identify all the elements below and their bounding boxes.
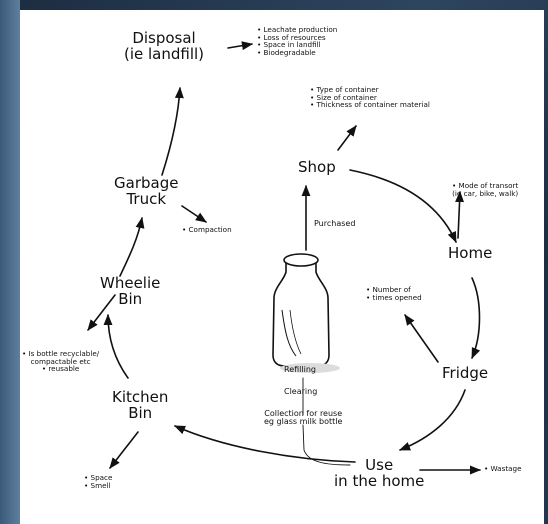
notes-disposal: Leachate production Loss of resources Sp… xyxy=(257,26,338,57)
note-item-cont: compactable etc xyxy=(22,356,99,366)
note-item: Wastage xyxy=(484,465,522,473)
arrow-shop-to-notes xyxy=(337,125,357,151)
arrow-fridge-to-notes xyxy=(404,314,439,363)
node-use-line1: Use xyxy=(365,456,394,474)
note-item: Space in landfill xyxy=(257,41,337,49)
node-kitchen-bin-line2: Bin xyxy=(128,403,153,422)
arrow-kitchen-bin-to-notes xyxy=(109,431,139,469)
note-item: Size of container xyxy=(310,93,430,102)
node-garbage-truck: Garbage Truck xyxy=(114,174,179,208)
label-collection-line1: Collection for reuse xyxy=(264,409,343,418)
node-garbage-truck-line2: Truck xyxy=(126,189,167,208)
node-kitchen-bin: Kitchen Bin xyxy=(112,388,169,422)
note-item: reusable xyxy=(22,365,99,373)
note-item: Leachate production xyxy=(257,26,338,34)
notes-garbage-truck: Compaction xyxy=(182,226,232,234)
node-wheelie-bin-line2: Bin xyxy=(118,289,143,308)
arrow-fridge-to-use xyxy=(398,389,466,451)
node-garbage-truck-line1: Garbage xyxy=(114,174,179,192)
arrow-disposal-to-notes xyxy=(227,41,254,51)
note-item: Smell xyxy=(84,481,112,490)
arrow-home-to-fridge xyxy=(471,277,481,360)
notes-kitchen-bin: Space Smell xyxy=(84,474,113,490)
note-item: Compaction xyxy=(182,226,232,234)
arrow-truck-to-disposal xyxy=(161,86,184,176)
note-item: Type of container xyxy=(310,86,430,94)
node-use: Use in the home xyxy=(334,456,425,490)
node-disposal-line2: (ie landfill) xyxy=(124,44,205,63)
node-disposal: Disposal (ie landfill) xyxy=(124,29,205,63)
notes-wheelie-bin: Is bottle recyclable/ compactable etc re… xyxy=(22,350,100,373)
notes-use: Wastage xyxy=(484,465,522,473)
note-item: Number of xyxy=(366,286,422,294)
label-collection: Collection for reuse eg glass milk bottl… xyxy=(264,409,343,427)
label-clearing: Clearing xyxy=(284,387,318,396)
label-refilling: Refilling xyxy=(284,365,316,374)
arrow-home-to-notes xyxy=(455,190,465,239)
notes-home: Mode of transort (ie car, bike, walk) xyxy=(452,182,518,197)
node-shop: Shop xyxy=(298,158,336,176)
note-item: (ie car, bike, walk) xyxy=(452,188,519,198)
node-wheelie-bin-line1: Wheelie xyxy=(100,274,161,292)
diagram-canvas: Disposal (ie landfill) Shop Home Fridge … xyxy=(20,10,544,524)
node-fridge: Fridge xyxy=(442,364,489,382)
note-item-text: times opened xyxy=(372,292,422,302)
label-purchased: Purchased xyxy=(314,219,356,228)
arrow-wheelie-bin-to-truck xyxy=(119,216,145,277)
note-item: Mode of transort xyxy=(452,182,519,190)
note-item: Is bottle recyclable/ xyxy=(22,350,100,358)
milk-bottle-icon xyxy=(272,253,340,373)
note-item-text: (ie car, bike, walk) xyxy=(452,188,519,198)
arrow-wheelie-bin-to-notes xyxy=(87,294,116,331)
notes-shop: Type of container Size of container Thic… xyxy=(310,86,430,109)
node-disposal-line1: Disposal xyxy=(132,29,196,47)
note-item-text: compactable etc xyxy=(30,356,91,366)
note-item-cont: times opened xyxy=(366,292,422,302)
arrow-shop-to-home xyxy=(349,169,457,244)
label-collection-line2: eg glass milk bottle xyxy=(264,417,343,427)
note-item: Thickness of container material xyxy=(310,101,430,109)
node-kitchen-bin-line1: Kitchen xyxy=(112,388,169,406)
arrows-layer xyxy=(87,41,482,475)
line-refill-to-use xyxy=(302,377,351,466)
arrow-kitchen-bin-to-wheelie-bin xyxy=(103,313,129,379)
note-item: Loss of resources xyxy=(257,33,337,42)
arrow-truck-to-notes xyxy=(181,205,207,223)
note-item: Biodegradable xyxy=(257,49,337,57)
arrow-use-to-kitchen-bin xyxy=(173,425,356,463)
notes-fridge: Number of times opened xyxy=(366,286,422,301)
node-home: Home xyxy=(448,244,493,262)
node-use-line2: in the home xyxy=(334,471,425,490)
left-edge-strip xyxy=(0,0,20,524)
node-wheelie-bin: Wheelie Bin xyxy=(100,274,161,308)
note-item: Space xyxy=(84,474,113,482)
